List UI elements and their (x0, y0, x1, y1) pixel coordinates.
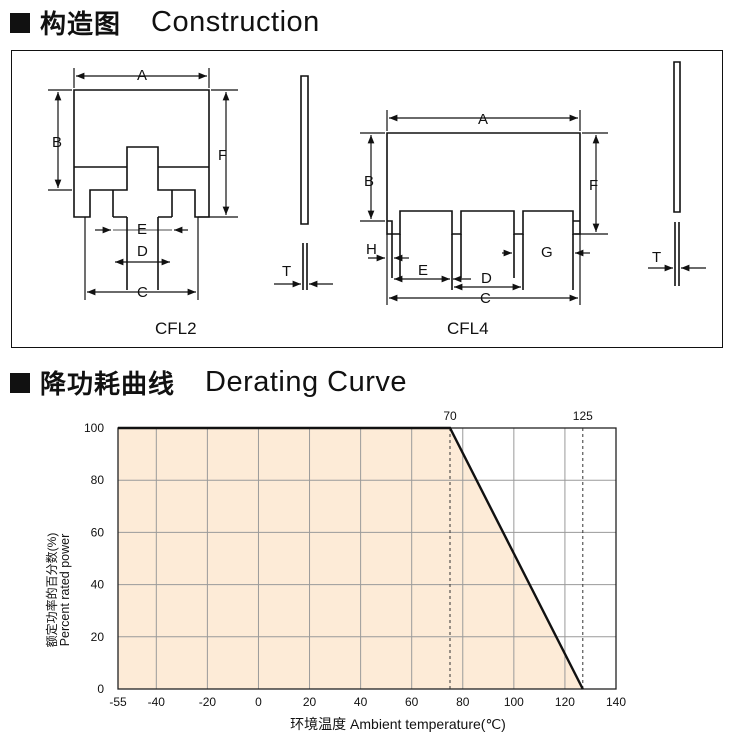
cfl2-label-t: T (282, 263, 291, 280)
cfl2-label-a: A (137, 67, 147, 84)
x-tick-label: 80 (456, 695, 470, 709)
x-tick-label: -20 (199, 695, 217, 709)
marker-label-70: 70 (443, 409, 457, 423)
derating-line (118, 426, 584, 690)
y-tick-label: 20 (91, 630, 105, 644)
construction-panel (11, 50, 723, 348)
cfl4-label-f: F (589, 177, 598, 194)
derating-title-cn: 降功耗曲线 (40, 370, 176, 400)
construction-title-en: Construction (151, 6, 320, 38)
x-axis-label: 环境温度 Ambient temperature(℃) (290, 716, 506, 732)
construction-title-cn: 构造图 (40, 10, 122, 40)
x-tick-label: 140 (606, 695, 626, 709)
cfl2-label-b: B (52, 134, 62, 151)
cfl4-name: CFL4 (447, 319, 489, 338)
chart-grid (117, 427, 617, 690)
cfl4-label-t: T (652, 249, 661, 266)
square-bullet-icon (10, 12, 30, 33)
marker-label-125: 125 (573, 409, 593, 423)
cfl4-label-a: A (478, 111, 488, 128)
cfl4-label-c: C (480, 290, 491, 307)
cfl2-side-view (300, 75, 309, 290)
x-tick-label: 0 (255, 695, 262, 709)
x-tick-label: 60 (405, 695, 419, 709)
y-axis-label-cn: 额定功率的百分数(%) (44, 533, 59, 648)
chart-marker-lines (449, 428, 584, 689)
x-tick-label: 100 (504, 695, 524, 709)
cfl2-label-f: F (218, 147, 227, 164)
x-tick-label: -40 (148, 695, 166, 709)
y-tick-label: 40 (91, 578, 105, 592)
cfl4-label-e: E (418, 262, 428, 279)
chart-shaded-area (118, 428, 583, 689)
cfl4-dimensions (360, 110, 608, 305)
cfl4-label-d: D (481, 270, 492, 287)
cfl4-label-g: G (541, 244, 553, 261)
y-tick-label: 80 (91, 473, 105, 487)
construction-heading: 构造图 Construction (10, 4, 320, 41)
cfl2-dimensions (48, 68, 238, 300)
square-bullet-icon (10, 372, 30, 393)
y-tick-label: 0 (97, 682, 104, 696)
cfl4-label-b: B (364, 173, 374, 190)
derating-title-en: Derating Curve (205, 366, 408, 398)
cfl2-label-e: E (137, 221, 147, 238)
cfl4-side-view (673, 61, 681, 286)
y-tick-label: 100 (84, 421, 104, 435)
cfl2-name: CFL2 (155, 319, 197, 338)
shaded-area (118, 428, 583, 689)
derating-heading: 降功耗曲线 Derating Curve (10, 364, 407, 401)
cfl2-lead (126, 217, 159, 290)
construction-diagram: A B F E D C CFL2 T A (48, 61, 706, 338)
y-axis-label-en: Percent rated power (58, 534, 72, 647)
cfl4-label-h: H (366, 241, 377, 258)
chart-tick-labels: -55 -40 -20 0 20 40 60 80 100 120 140 0 20 40 60 80 100 (84, 421, 626, 709)
x-tick-label: 120 (555, 695, 575, 709)
cfl2-label-c: C (137, 284, 148, 301)
chart-series (118, 426, 584, 690)
x-tick-label: 40 (354, 695, 368, 709)
y-tick-label: 60 (91, 525, 105, 539)
x-tick-label: -55 (109, 695, 127, 709)
cfl2-label-d: D (137, 243, 148, 260)
x-tick-label: 20 (303, 695, 317, 709)
